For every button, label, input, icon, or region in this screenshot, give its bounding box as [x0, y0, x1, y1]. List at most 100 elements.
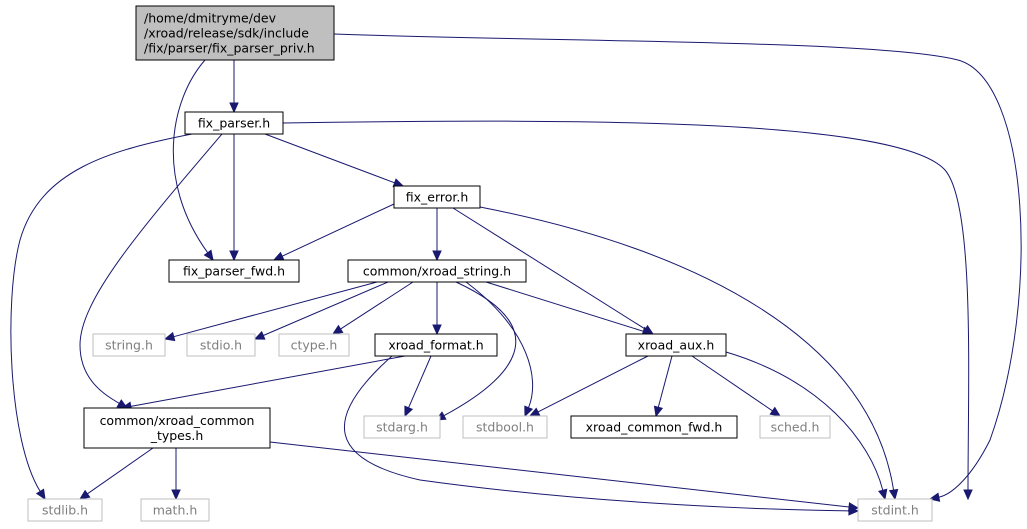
- node-label-common_types-line-1: _types.h: [150, 428, 204, 443]
- node-label-stdbool: stdbool.h: [476, 420, 534, 435]
- arrowhead-fix_error-to-fix_parser_fwd: [272, 251, 285, 261]
- node-box-common_fwd: [570, 415, 738, 439]
- edge-root-to-fix_parser_fwd: [172, 59, 209, 253]
- arrowhead-xroad_aux-to-stdint: [878, 488, 888, 501]
- node-label-string: string.h: [105, 338, 153, 353]
- arrowhead-root-to-fix_parser_fwd: [203, 249, 214, 261]
- node-label-stdio: stdio.h: [200, 338, 242, 353]
- node-box-stdarg: [363, 415, 441, 439]
- node-label-root-line-1: /xroad/release/sdk/include: [144, 26, 309, 41]
- node-label-xroad_format: xroad_format.h: [388, 338, 483, 353]
- edge-root-to-stdint: [333, 33, 1022, 498]
- node-stdarg: stdarg.h: [363, 415, 441, 439]
- edge-common_types-to-stdint: [269, 441, 850, 508]
- node-stdbool: stdbool.h: [462, 415, 548, 439]
- node-fix_error[interactable]: fix_error.h: [393, 185, 481, 209]
- edge-fix_parser-to-stdlib: [10, 133, 193, 492]
- edge-xroad_string-to-xroad_aux: [485, 281, 644, 332]
- node-xroad_string[interactable]: common/xroad_string.h: [347, 259, 527, 283]
- node-label-sched: sched.h: [771, 420, 820, 435]
- edge-xroad_format-to-common_types: [130, 355, 406, 407]
- edge-fix_error-to-xroad_aux: [452, 207, 646, 330]
- node-xroad_aux[interactable]: xroad_aux.h: [625, 333, 727, 357]
- node-math: math.h: [140, 498, 210, 522]
- arrowhead-common_types-to-math: [171, 489, 181, 501]
- arrowhead-xroad_string-to-ctype: [331, 324, 344, 335]
- node-label-math: math.h: [153, 503, 198, 518]
- node-label-fix_error: fix_error.h: [406, 190, 469, 205]
- node-box-fix_parser_fwd: [168, 259, 300, 283]
- arrowhead-xroad_string-to-string: [163, 331, 176, 342]
- node-common_types[interactable]: common/xroad_common_types.h: [83, 407, 271, 449]
- node-label-xroad_aux: xroad_aux.h: [638, 338, 715, 353]
- edge-xroad_aux-to-common_fwd: [657, 355, 673, 408]
- node-box-common_types: [83, 407, 271, 449]
- arrowhead-fix_parser-to-stdint: [963, 489, 973, 501]
- node-box-fix_error: [393, 185, 481, 209]
- node-box-string: [92, 333, 166, 357]
- edge-fix_parser-to-common_types: [79, 133, 223, 404]
- node-common_fwd[interactable]: xroad_common_fwd.h: [570, 415, 738, 439]
- node-label-stdint: stdint.h: [871, 503, 919, 518]
- arrowhead-xroad_string-to-stdio: [253, 330, 266, 340]
- arrowhead-common_types-to-stdint: [848, 502, 860, 512]
- edge-xroad_format-to-stdint: [343, 355, 850, 512]
- node-box-stdbool: [462, 415, 548, 439]
- node-box-stdio: [186, 333, 256, 357]
- edge-xroad_string-to-string: [173, 281, 378, 338]
- node-fix_parser[interactable]: fix_parser.h: [184, 111, 284, 135]
- edge-fix_error-to-fix_parser_fwd: [281, 203, 395, 257]
- arrowhead-fix_parser-to-fix_error: [392, 178, 405, 188]
- node-ctype: ctype.h: [278, 333, 350, 357]
- edge-fix_parser-to-fix_error: [264, 133, 395, 184]
- node-label-root-line-0: /home/dmitryme/dev: [144, 11, 277, 26]
- node-label-ctype: ctype.h: [291, 338, 338, 353]
- arrowhead-fix_parser-to-stdlib: [35, 488, 46, 501]
- arrowhead-xroad_string-to-xroad_format: [432, 324, 442, 336]
- node-box-math: [140, 498, 210, 522]
- node-label-stdarg: stdarg.h: [376, 420, 428, 435]
- node-stdlib: stdlib.h: [27, 498, 103, 522]
- node-label-stdlib: stdlib.h: [42, 503, 88, 518]
- arrowhead-xroad_aux-to-common_fwd: [653, 405, 664, 418]
- node-box-stdlib: [27, 498, 103, 522]
- node-box-root: [135, 5, 335, 61]
- node-label-common_fwd: xroad_common_fwd.h: [586, 420, 723, 435]
- arrowhead-fix_error-to-stdint: [888, 488, 899, 501]
- arrowhead-xroad_aux-to-sched: [769, 406, 782, 417]
- edge-xroad_format-to-stdarg: [408, 355, 432, 408]
- edge-xroad_string-to-stdio: [263, 281, 389, 336]
- arrowhead-root-to-fix_parser: [229, 102, 239, 114]
- node-box-stdint: [857, 498, 933, 522]
- node-label-fix_parser_fwd: fix_parser_fwd.h: [183, 264, 285, 279]
- node-stdint: stdint.h: [857, 498, 933, 522]
- node-label-fix_parser: fix_parser.h: [198, 116, 270, 131]
- node-box-xroad_aux: [625, 333, 727, 357]
- arrowhead-xroad_string-to-stdbool: [524, 405, 534, 418]
- node-fix_parser_fwd[interactable]: fix_parser_fwd.h: [168, 259, 300, 283]
- edge-xroad_aux-to-stdbool: [537, 355, 649, 413]
- arrowhead-common_types-to-stdlib: [78, 489, 91, 500]
- node-box-xroad_string: [347, 259, 527, 283]
- edges-layer: [10, 33, 1022, 516]
- node-sched: sched.h: [759, 415, 831, 439]
- node-label-root-line-2: /fix/parser/fix_parser_priv.h: [144, 41, 315, 56]
- arrowhead-fix_parser-to-fix_parser_fwd: [229, 250, 239, 262]
- node-box-fix_parser: [184, 111, 284, 135]
- edge-fix_parser-to-stdint: [282, 120, 970, 491]
- edge-common_types-to-stdlib: [87, 447, 154, 495]
- node-string: string.h: [92, 333, 166, 357]
- node-label-common_types-line-0: common/xroad_common: [100, 413, 255, 428]
- node-stdio: stdio.h: [186, 333, 256, 357]
- node-box-sched: [759, 415, 831, 439]
- node-root[interactable]: /home/dmitryme/dev/xroad/release/sdk/inc…: [135, 5, 335, 61]
- arrowhead-fix_error-to-xroad_string: [432, 250, 442, 262]
- arrowhead-xroad_format-to-stdarg: [404, 405, 414, 418]
- edge-xroad_aux-to-sched: [691, 355, 773, 412]
- nodes-layer: /home/dmitryme/dev/xroad/release/sdk/inc…: [27, 5, 933, 522]
- edge-xroad_aux-to-stdint: [725, 351, 884, 491]
- node-box-xroad_format: [374, 333, 498, 357]
- edge-fix_error-to-stdint: [479, 206, 895, 491]
- node-xroad_format[interactable]: xroad_format.h: [374, 333, 498, 357]
